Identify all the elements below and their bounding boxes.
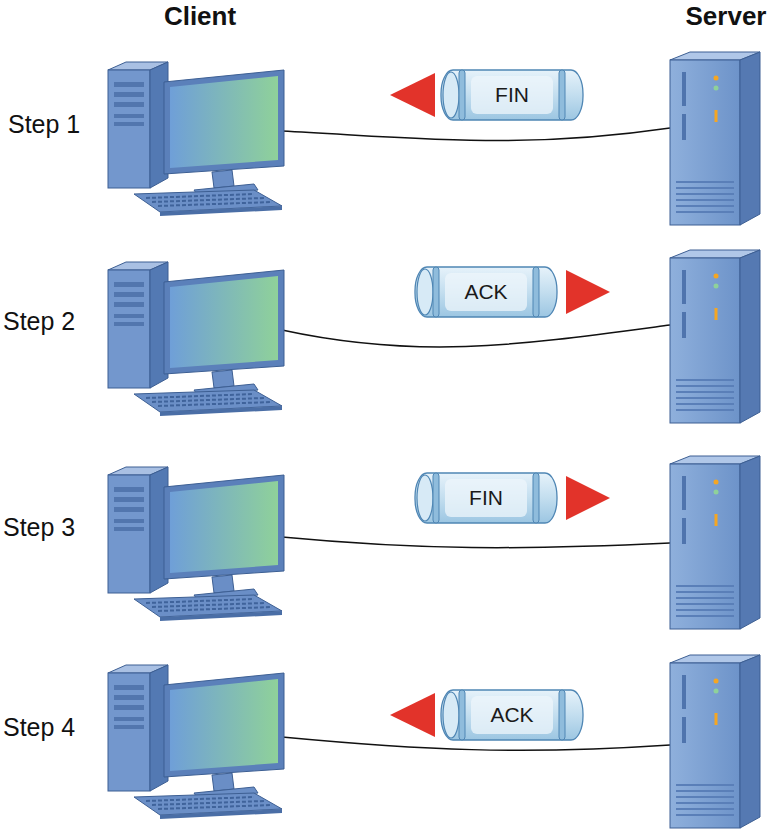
column-heading: Client xyxy=(164,2,236,31)
wires xyxy=(282,128,670,750)
packet-label: ACK xyxy=(413,264,559,320)
step-label: Step 3 xyxy=(3,514,75,542)
servers xyxy=(670,52,760,828)
step-label: Step 4 xyxy=(3,714,75,742)
packet-capsule: FIN xyxy=(413,470,559,526)
client-computers xyxy=(108,62,284,819)
packet-label: FIN xyxy=(413,470,559,526)
packet-label: ACK xyxy=(439,687,585,743)
direction-arrows xyxy=(390,73,610,737)
packet-capsule: ACK xyxy=(413,264,559,320)
column-heading: Server xyxy=(686,2,767,31)
step-label: Step 2 xyxy=(3,308,75,336)
packet-label: FIN xyxy=(439,67,585,123)
packet-capsule: FIN xyxy=(439,67,585,123)
step-label: Step 1 xyxy=(8,111,80,139)
packet-capsule: ACK xyxy=(439,687,585,743)
